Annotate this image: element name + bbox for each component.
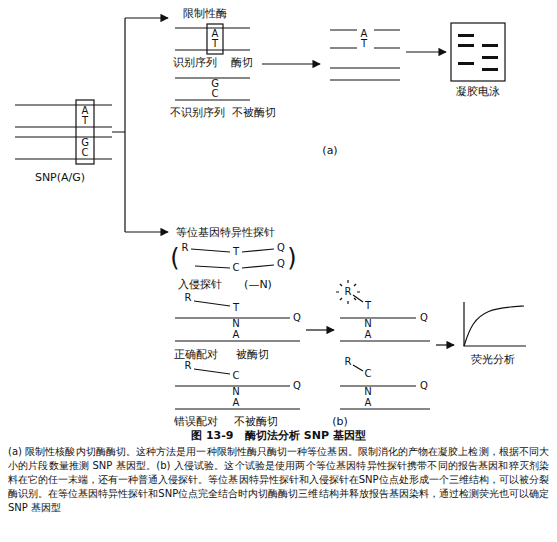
base-letter: A [212, 29, 219, 39]
diagram-label: (b) [332, 416, 348, 427]
base-letter: A [365, 330, 372, 340]
process-arrow [262, 63, 320, 64]
gel-band [482, 68, 498, 71]
dna-strand [175, 78, 250, 100]
base-letter: R [182, 243, 189, 253]
node-label: 荧光分析 [458, 353, 528, 366]
base-letter: A [361, 29, 368, 39]
gel-band [482, 44, 498, 47]
gel-band [458, 34, 474, 37]
curve-graphic [458, 300, 528, 350]
base-letter: G [211, 79, 219, 89]
process-arrow [436, 344, 454, 345]
diagram-label: 不被酶切 [232, 107, 276, 118]
process-arrow [306, 329, 334, 330]
uncleaved-product [340, 365, 430, 409]
base-letter: A [82, 106, 89, 116]
probe-line [191, 249, 274, 268]
base-letter: N [364, 319, 371, 329]
diagram-label: 被酶切 [236, 349, 269, 360]
node-label: 凝胶电泳 [450, 85, 506, 98]
base-letter: R [345, 287, 352, 297]
cleaved-product [340, 295, 430, 341]
snp-box [76, 100, 94, 164]
diagram-label: 限制性酶 [183, 8, 227, 19]
process-arrow [406, 51, 446, 52]
dna-strand [15, 105, 112, 159]
base-letter: ) [287, 246, 296, 270]
base-letter: R [185, 293, 192, 303]
base-letter: T [233, 247, 239, 257]
figure-caption: (a) 限制性核酸内切酶酶切。这种方法是用一种限制性酶只酶切一种等位基因。限制消… [8, 445, 549, 515]
gel-graphic [450, 22, 506, 82]
base-letter: R [345, 357, 352, 367]
diagram-label: (—N) [244, 279, 272, 290]
dna-fragment [330, 30, 400, 80]
branch-bracket [112, 18, 125, 232]
fluorescence-burst [336, 280, 360, 304]
diagram-label: 错误配对 [174, 416, 218, 427]
base-letter: ( [170, 246, 179, 270]
dna-strand [175, 28, 250, 50]
diagram-label: 入侵探针 [178, 279, 222, 290]
base-letter: C [233, 263, 240, 273]
base-letter: N [364, 387, 371, 397]
base-letter: Q [277, 243, 285, 253]
base-letter: Q [420, 381, 428, 391]
gel-band [458, 44, 474, 47]
base-letter: T [365, 301, 371, 311]
diagram-label: 识别序列 [173, 57, 217, 68]
base-letter: C [82, 148, 89, 158]
diagram-label: 不识别序列 [170, 107, 225, 118]
gel-band [458, 62, 474, 65]
base-letter: Q [293, 381, 301, 391]
diagram-label: 不被酶切 [234, 416, 278, 427]
base-letter: T [212, 39, 218, 49]
invader-structure [175, 369, 300, 409]
branch-arrow [125, 231, 168, 232]
base-letter: R [185, 361, 192, 371]
base-letter: G [81, 138, 89, 148]
base-letter: A [365, 398, 372, 408]
diagram-label: (a) [322, 145, 337, 156]
gel-panel: 凝胶电泳 [450, 22, 506, 98]
gel-outline [451, 23, 505, 81]
base-letter: C [233, 371, 240, 381]
base-letter: N [232, 319, 239, 329]
diagram-label: 等位基因特异性探针 [176, 227, 275, 238]
diagram-label: 酶切 [231, 57, 253, 68]
diagram-label: SNP(A/G) [35, 172, 85, 183]
recognition-box [207, 24, 223, 54]
fluorescence-plot: 荧光分析 [458, 300, 528, 366]
base-letter: N [232, 387, 239, 397]
diagram-label: 正确配对 [174, 349, 218, 360]
branch-arrow [125, 17, 168, 18]
base-letter: Q [420, 313, 428, 323]
base-letter: T [233, 303, 239, 313]
base-letter: C [212, 89, 219, 99]
fluorescence-curve [464, 306, 524, 346]
base-letter: A [233, 330, 240, 340]
base-letter: Q [293, 313, 301, 323]
plot-axes [464, 302, 526, 346]
base-letter: T [361, 39, 367, 49]
gel-band [482, 56, 498, 59]
base-letter: A [233, 398, 240, 408]
base-letter: T [82, 116, 88, 126]
figure-title: 图 13-9 酶切法分析 SNP 基因型 [0, 428, 557, 443]
base-letter: C [365, 369, 372, 379]
invader-structure [175, 301, 300, 341]
base-letter: Q [277, 259, 285, 269]
